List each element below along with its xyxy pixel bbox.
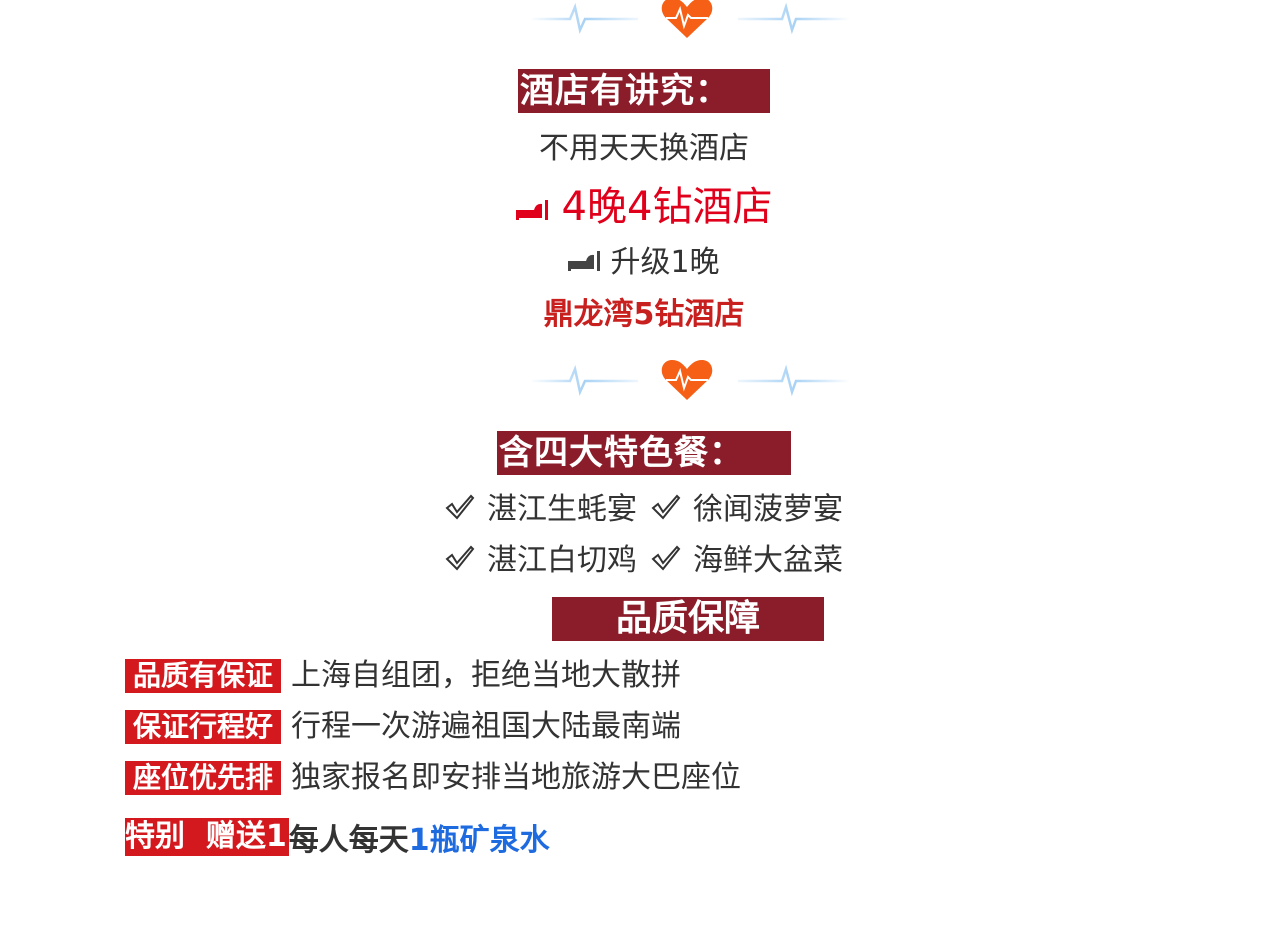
heartbeat-divider: [520, 0, 860, 42]
gift-tag: 特别 赠送1: [125, 818, 289, 856]
hotel-subtitle: 不用天天换酒店: [539, 131, 749, 166]
check-icon: [445, 491, 475, 531]
quality-tag: 保证行程好: [125, 710, 282, 744]
quality-tag: 品质有保证: [125, 659, 282, 693]
meals-row-2: 湛江白切鸡 海鲜大盆菜: [0, 541, 1288, 582]
upgrade-hotel-name: 鼎龙湾5钻酒店: [543, 297, 745, 332]
gift-row: 特别 赠送1每人每天1瓶矿泉水: [125, 815, 550, 858]
heartbeat-heart-icon: [530, 360, 850, 400]
quality-row: 座位优先排独家报名即安排当地旅游大巴座位: [125, 761, 741, 797]
bed-icon: [515, 184, 548, 234]
meal-item: 湛江白切鸡: [487, 543, 637, 578]
gift-text: 每人每天: [288, 823, 409, 858]
quality-tag: 座位优先排: [125, 761, 282, 795]
quality-text: 独家报名即安排当地旅游大巴座位: [291, 760, 742, 795]
gift-highlight: 1瓶矿泉水: [408, 823, 550, 858]
heartbeat-divider: [520, 354, 860, 404]
bed-icon: [568, 244, 601, 284]
meal-item: 湛江生蚝宴: [487, 492, 637, 527]
check-icon: [445, 542, 475, 582]
check-icon: [651, 542, 681, 582]
hotel-highlight: 4晚4钻酒店: [561, 184, 773, 230]
meal-item: 徐闻菠萝宴: [693, 492, 843, 527]
meals-row-1: 湛江生蚝宴 徐闻菠萝宴: [0, 490, 1288, 531]
hotel-upgrade: 升级1晚: [610, 245, 720, 280]
quality-text: 上海自组团，拒绝当地大散拼: [291, 658, 682, 693]
meal-item: 海鲜大盆菜: [693, 543, 843, 578]
heartbeat-heart-icon: [530, 0, 850, 38]
quality-text: 行程一次游遍祖国大陆最南端: [291, 709, 682, 744]
quality-row: 保证行程好行程一次游遍祖国大陆最南端: [125, 710, 681, 746]
check-icon: [651, 491, 681, 531]
hotel-section-title: 酒店有讲究：: [518, 69, 770, 113]
quality-row: 品质有保证上海自组团，拒绝当地大散拼: [125, 659, 681, 695]
quality-section-title: 品质保障: [552, 597, 824, 641]
meals-section-title: 含四大特色餐：: [497, 431, 791, 475]
